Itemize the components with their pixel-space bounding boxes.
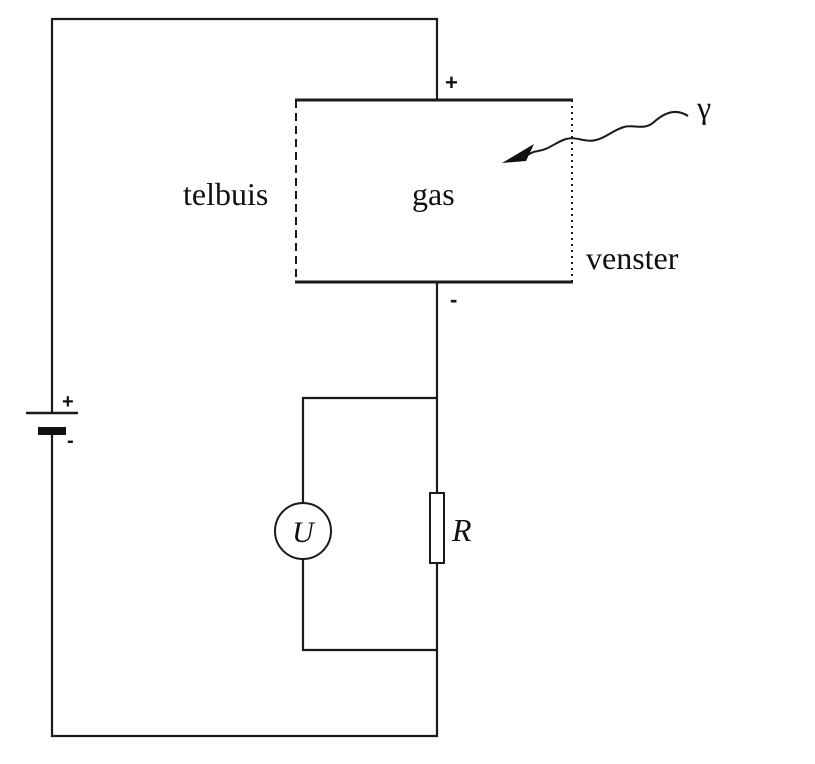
gamma-ray: γ (502, 89, 711, 163)
wire-top-loop (50, 17, 439, 413)
wire-bottom-loop (50, 282, 439, 738)
battery-plus-sign: + (62, 391, 74, 413)
telbuis-label: telbuis (183, 176, 268, 212)
gas-label: gas (412, 176, 455, 212)
battery-short-plate (38, 427, 66, 435)
resistor: R (429, 492, 472, 564)
venster-label: venster (586, 240, 679, 276)
circuit-wires (50, 17, 439, 738)
tube-minus-sign: - (450, 287, 457, 312)
resistor-label: R (451, 512, 472, 548)
gamma-label: γ (696, 89, 711, 125)
gamma-ray-arrowhead-icon (502, 144, 534, 163)
tube-plus-sign: + (445, 70, 458, 95)
gamma-ray-wavy-path (523, 111, 689, 159)
battery-minus-sign: - (67, 430, 74, 452)
resistor-body (429, 492, 445, 564)
voltmeter-circle (274, 502, 332, 560)
counter-tube: + - telbuis gas venster (183, 70, 679, 312)
battery: + - (26, 391, 78, 452)
voltmeter: U (274, 502, 332, 560)
voltmeter-label: U (292, 516, 316, 549)
